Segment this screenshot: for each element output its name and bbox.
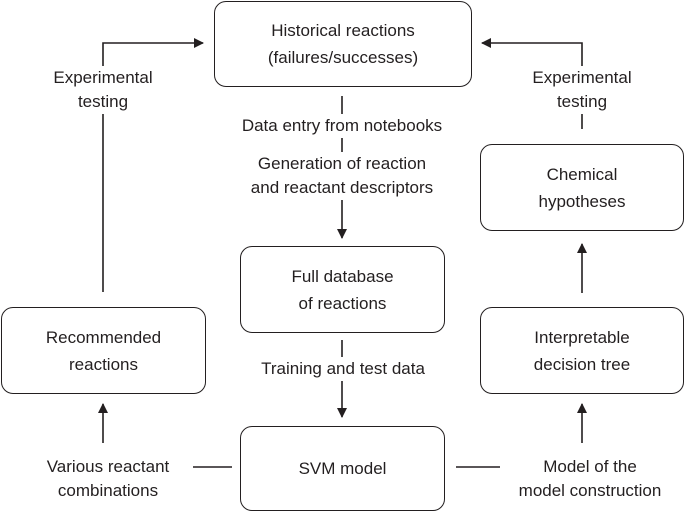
model-of-model-line-2: model construction [518, 481, 662, 500]
data-entry-label: Data entry from notebooks [222, 114, 462, 138]
descriptor-generation-line-2: and reactant descriptors [250, 178, 434, 197]
descriptor-generation-line-1: Generation of reaction [257, 154, 427, 173]
chemical-hypotheses-box: Chemical hypotheses [480, 144, 684, 231]
interpretable-tree-line-2: decision tree [533, 354, 631, 374]
chemical-hypotheses-line-2: hypotheses [538, 191, 626, 211]
recommended-reactions-line-1: Recommended [45, 327, 162, 347]
descriptor-generation-label: Generation of reaction and reactant desc… [232, 152, 452, 200]
recommended-reactions-box: Recommended reactions [1, 307, 206, 394]
full-database-line-1: Full database [291, 266, 394, 286]
experimental-testing-right-label: Experimental testing [522, 66, 642, 114]
training-test-text: Training and test data [261, 359, 425, 378]
full-database-box: Full database of reactions [240, 246, 445, 333]
historical-reactions-line-1: Historical reactions [271, 21, 415, 40]
training-test-label: Training and test data [238, 357, 448, 381]
experimental-testing-left-line-2: testing [77, 92, 129, 111]
chemical-hypotheses-line-1: Chemical [546, 164, 618, 184]
recommended-reactions-line-2: reactions [69, 354, 138, 374]
historical-reactions-box: Historical reactions (failures/successes… [214, 1, 472, 87]
historical-reactions-line-2: (failures/successes) [267, 48, 419, 67]
experimental-testing-left-line-1: Experimental [53, 68, 153, 87]
interpretable-tree-line-1: Interpretable [534, 327, 630, 347]
data-entry-text: Data entry from notebooks [241, 116, 443, 135]
model-of-model-label: Model of the model construction [500, 455, 680, 503]
reactant-combinations-line-1: Various reactant [46, 457, 170, 476]
experimental-testing-left-label: Experimental testing [43, 66, 163, 114]
model-of-model-line-1: Model of the [543, 457, 637, 476]
experimental-testing-right-line-2: testing [556, 92, 608, 111]
svm-model-label: SVM model [298, 459, 387, 478]
full-database-line-2: of reactions [298, 293, 387, 313]
interpretable-decision-tree-box: Interpretable decision tree [480, 307, 684, 394]
svm-model-box: SVM model [240, 426, 445, 511]
reactant-combinations-line-2: combinations [57, 481, 159, 500]
connector-recommended-to-historical [102, 38, 204, 292]
reactant-combinations-label: Various reactant combinations [23, 455, 193, 503]
experimental-testing-right-line-1: Experimental [532, 68, 632, 87]
